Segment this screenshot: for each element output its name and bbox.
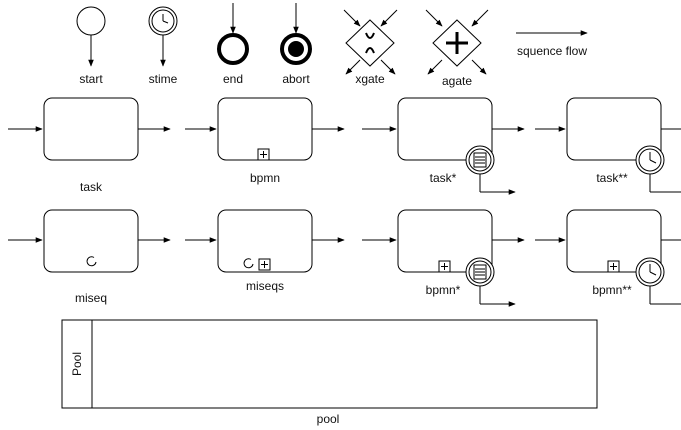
task-star2-label: task** — [596, 171, 628, 185]
task-star-label: task* — [430, 171, 457, 185]
parallel-gateway-icon — [432, 19, 482, 67]
parallel-gateway: agate — [425, 9, 489, 88]
timer-boundary-icon — [635, 257, 665, 287]
subprocess-plus-icon — [438, 260, 451, 273]
sequence-flow: squence flow — [516, 30, 588, 58]
abort-label: abort — [282, 72, 310, 86]
pool-label: pool — [317, 412, 340, 426]
end-event-circle-icon — [217, 33, 249, 65]
sequence-flow-label: squence flow — [517, 44, 587, 58]
message-boundary-icon — [465, 257, 495, 287]
bpmn-timer-boundary-shape: bpmn** — [535, 209, 681, 305]
loop-icon — [243, 258, 254, 269]
agate-label: agate — [442, 74, 472, 88]
task-message-boundary-shape: task* — [362, 97, 525, 195]
bpmn-message-boundary-shape: bpmn* — [362, 209, 525, 307]
bpmn-subprocess-shape: bpmn — [185, 97, 345, 185]
end-label: end — [223, 72, 243, 86]
timer-start-event-icon — [148, 6, 178, 36]
pool-name-label: Pool — [70, 352, 84, 376]
timer-start-event: stime — [148, 6, 178, 86]
bpmn-star2-label: bpmn** — [592, 283, 632, 297]
miseqs-shape: miseqs — [185, 209, 345, 293]
task-label: task — [80, 180, 103, 194]
bpmn-star-label: bpmn* — [426, 283, 461, 297]
pool-shape: Pool pool — [61, 319, 598, 426]
bpmn-label: bpmn — [250, 171, 280, 185]
subprocess-plus-icon — [258, 258, 271, 271]
start-event: start — [76, 6, 106, 86]
task-shape: task — [8, 97, 171, 194]
miseqs-label: miseqs — [246, 279, 284, 293]
abort-event-circle-icon — [280, 33, 312, 65]
message-boundary-icon — [465, 145, 495, 175]
subprocess-plus-icon — [257, 148, 270, 161]
exclusive-gateway-icon — [345, 19, 395, 67]
start-event-circle-icon — [76, 6, 106, 36]
timer-boundary-icon — [635, 145, 665, 175]
abort-event: abort — [280, 3, 312, 86]
stime-label: stime — [149, 72, 178, 86]
miseq-label: miseq — [75, 291, 107, 305]
task-timer-boundary-shape: task** — [535, 97, 681, 193]
start-label: start — [79, 72, 103, 86]
subprocess-plus-icon — [607, 260, 620, 273]
miseq-shape: miseq — [8, 209, 171, 305]
exclusive-gateway: xgate — [343, 9, 398, 86]
end-event: end — [217, 3, 249, 86]
loop-icon — [86, 256, 97, 267]
xgate-label: xgate — [355, 72, 385, 86]
